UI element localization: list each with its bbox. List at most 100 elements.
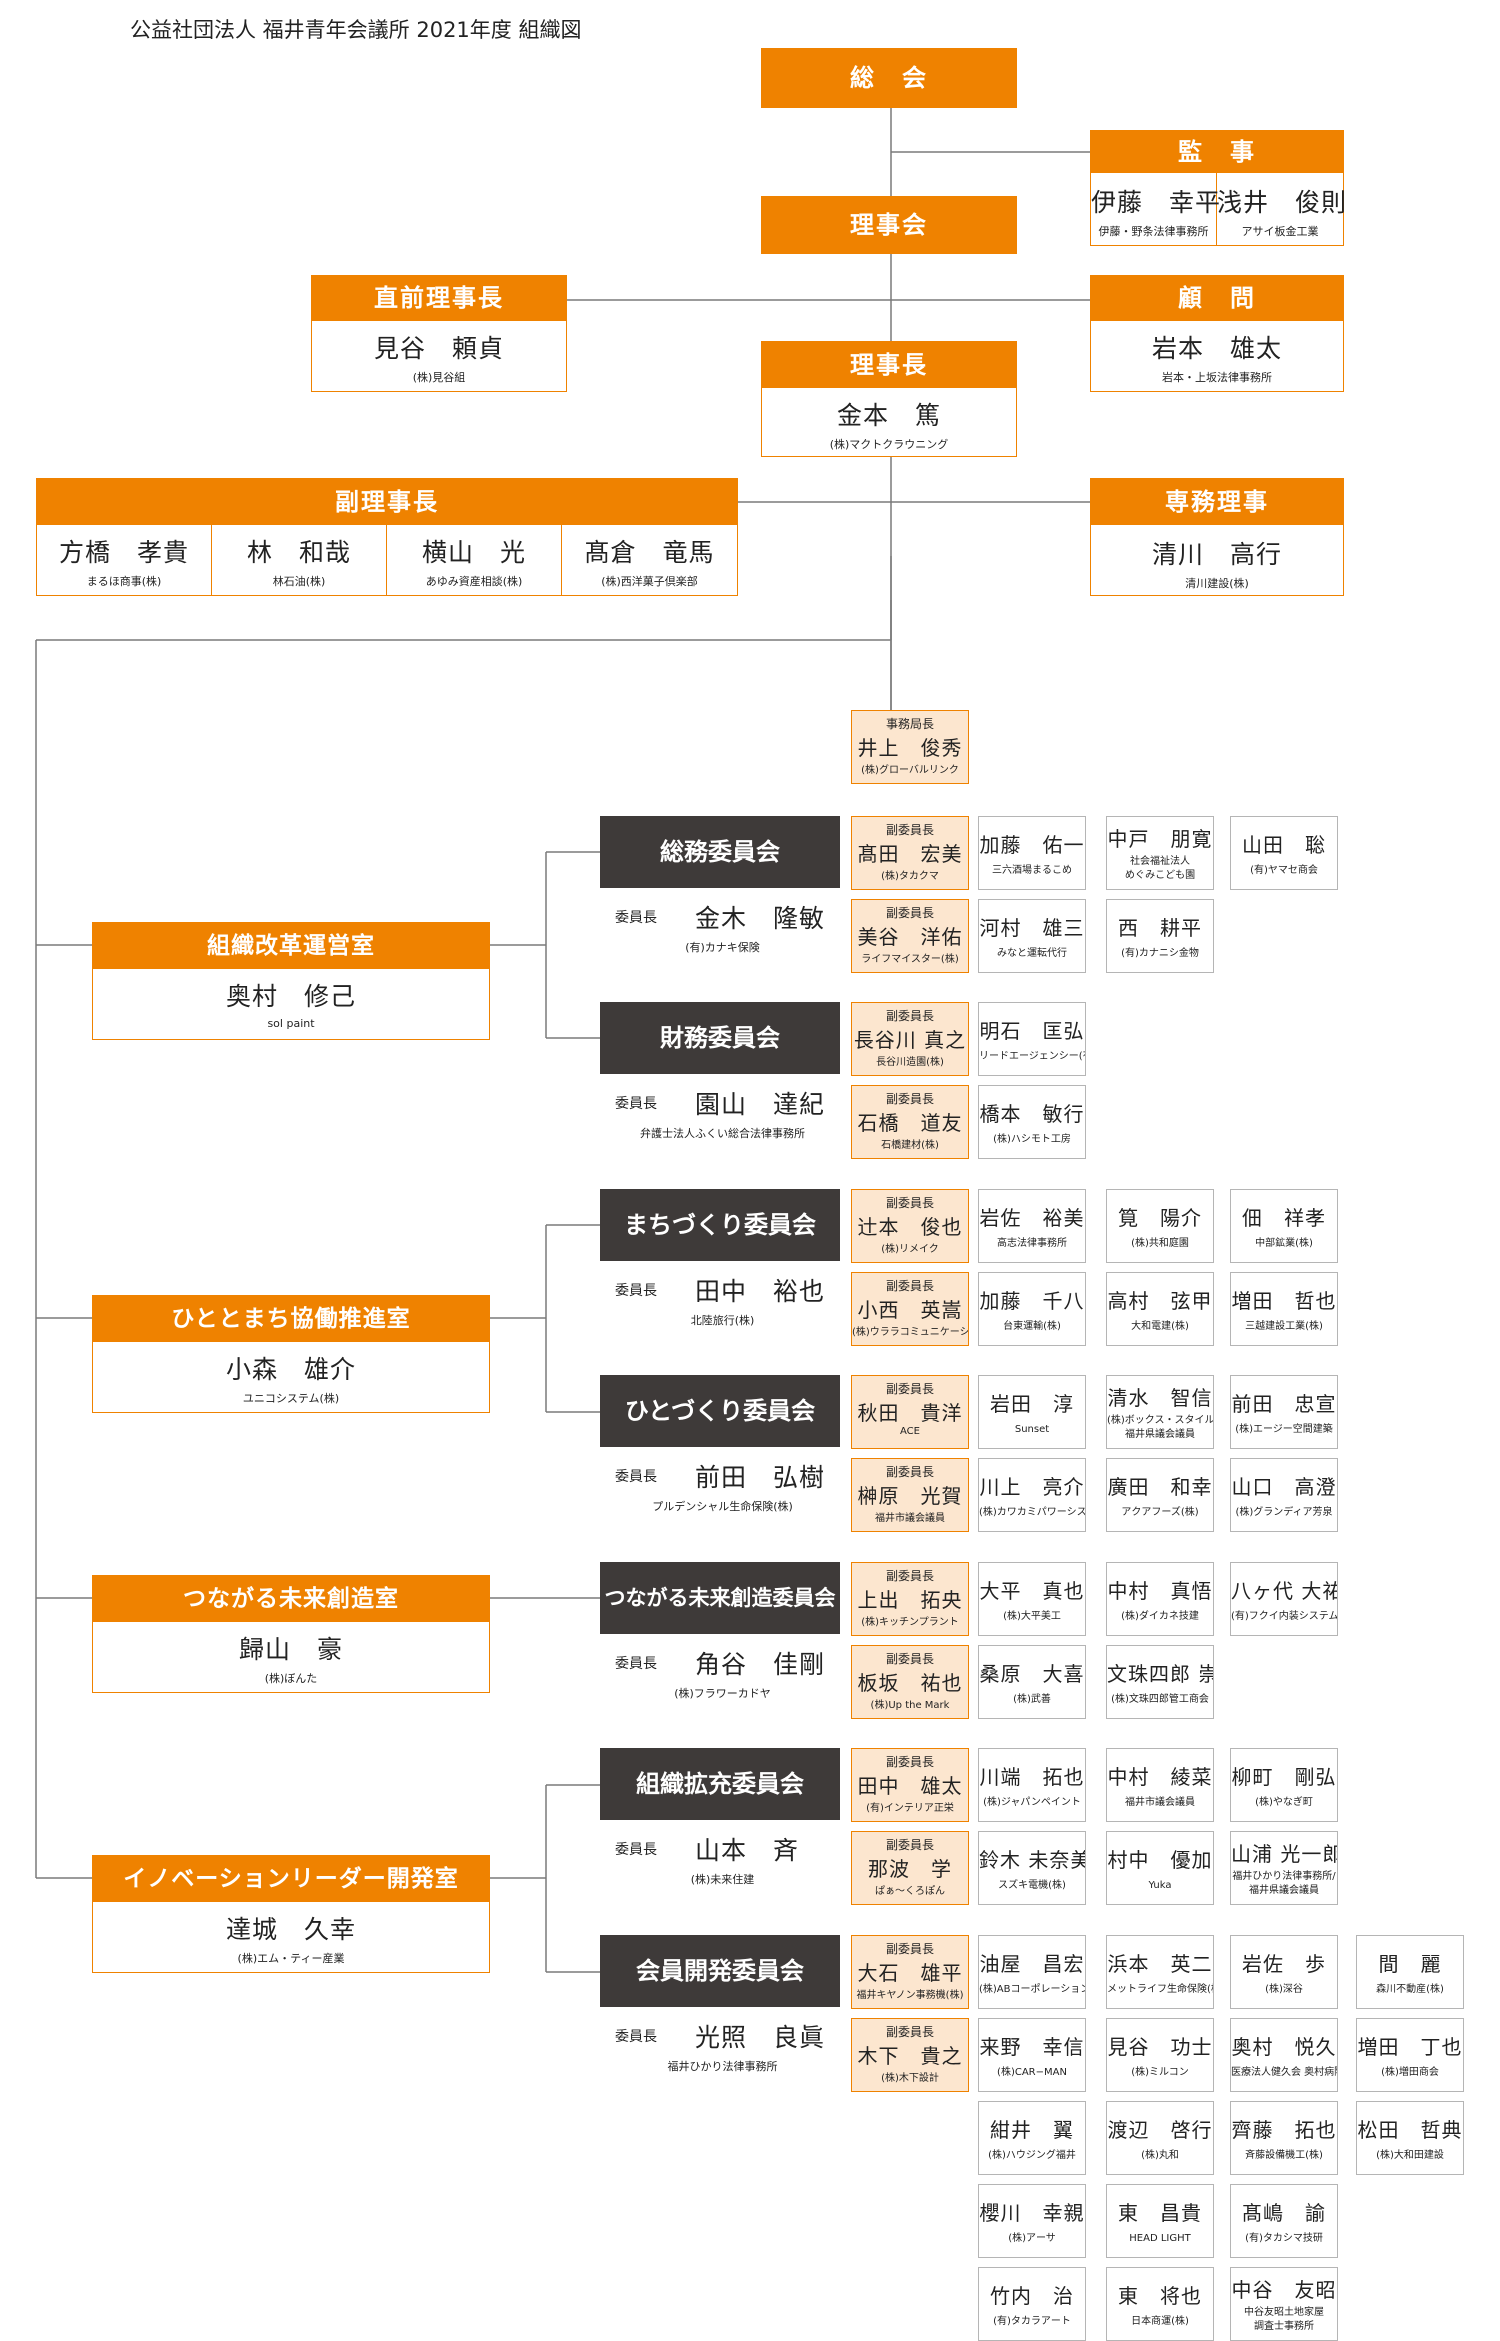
member-box: 山田 聡(有)ヤマセ商会 <box>1230 816 1338 890</box>
chair-role: 委員長 <box>615 1283 657 1299</box>
member-company: スズキ電機(株) <box>998 1880 1066 1891</box>
member-name: 川端 拓也 <box>979 1765 1085 1789</box>
member-name: 紺井 翼 <box>990 2118 1074 2142</box>
member-company: Yuka <box>1148 1880 1172 1891</box>
member-box: 竹内 治 (有)タカラアート <box>978 2267 1086 2341</box>
vice-chair-box: 副委員長板坂 祐也(株)Up the Mark <box>851 1645 969 1719</box>
member-company: (株)やなぎ町 <box>1255 1797 1313 1808</box>
member-box: 増田 丁也(株)増田商会 <box>1356 2018 1464 2092</box>
member-box: 中戸 朋寛社会福祉法人めぐみこども園 <box>1106 816 1214 890</box>
member-company: メットライフ生命保険(株) <box>1107 1984 1214 1995</box>
member-name: 橋本 敏行 <box>979 1102 1085 1126</box>
chair-name: 前田 弘樹 <box>695 1463 826 1492</box>
member-company: 高志法律事務所 <box>997 1238 1067 1249</box>
vice-chair-company: (株)ウララコミュニケーションズ <box>852 1327 969 1338</box>
member-name: 高村 弦甲 <box>1107 1289 1213 1313</box>
chair-company: 北陸旅行(株) <box>690 1314 755 1327</box>
member-box: 渡辺 啓行(株)丸和 <box>1106 2101 1214 2175</box>
member-name: 加藤 千八 <box>979 1289 1085 1313</box>
member-name: 東 昌貴 <box>1118 2201 1202 2225</box>
member-box: 間 麗森川不動産(株) <box>1356 1935 1464 2009</box>
vice-chair-role: 副委員長 <box>885 1652 934 1666</box>
vice-chair-box: 副委員長木下 貴之(株)木下設計 <box>851 2018 969 2092</box>
member-box: 大平 真也(株)大平美工 <box>978 1562 1086 1636</box>
office-head-company: (株)ぼんた <box>264 1672 318 1685</box>
member-company: (株)グランディア芳泉 <box>1235 1507 1333 1518</box>
member-company: (株)アーサ <box>1008 2233 1056 2244</box>
member-company-2: 調査士事務所 <box>1254 2321 1314 2332</box>
member-company-2: めぐみこども園 <box>1124 870 1196 881</box>
member-name: 山田 聡 <box>1242 833 1326 857</box>
member-box: 八ヶ代 大祐(有)フクイ内装システム <box>1230 1562 1338 1636</box>
vice-chair-name: 板坂 祐也 <box>857 1671 963 1695</box>
member-name: 竹内 治 <box>990 2284 1074 2308</box>
member-box: 河村 雄三みなと運転代行 <box>978 899 1086 973</box>
member-company: (株)ダイカネ技建 <box>1121 1611 1199 1622</box>
committee-title: つながる未来創造委員会 <box>600 1562 840 1634</box>
member-company: (有)タカラアート <box>993 2316 1071 2327</box>
member-box: 東 将也日本商運(株) <box>1106 2267 1214 2341</box>
member-company: (株)ABコーポレーション <box>979 1984 1086 1995</box>
member-box: 鈴木 未奈美スズキ電機(株) <box>978 1831 1086 1905</box>
vice-chair-role: 副委員長 <box>885 823 934 837</box>
member-name: 中村 綾菜 <box>1107 1765 1213 1789</box>
member-company: アクアフーズ(株) <box>1121 1507 1199 1518</box>
vice-chair-role: 副委員長 <box>885 906 934 920</box>
chair-company: 福井ひかり法律事務所 <box>667 2060 778 2073</box>
office-head-company: (株)エム・ティー産業 <box>237 1952 345 1965</box>
office-head-name: 奥村 修己 <box>225 982 356 1011</box>
vice-chair-name: 榊原 光賀 <box>857 1484 963 1508</box>
member-name: 渡辺 啓行 <box>1107 2118 1213 2142</box>
member-box: 西 耕平(有)カナニシ金物 <box>1106 899 1214 973</box>
member-company: 斉藤設備機工(株) <box>1245 2150 1323 2161</box>
member-name: 西 耕平 <box>1118 916 1202 940</box>
member-company: (株)武善 <box>1013 1694 1051 1705</box>
chair-name: 金木 隆敏 <box>695 904 826 933</box>
chair-company: プルデンシャル生命保険(株) <box>652 1500 793 1513</box>
vice-chair-role: 副委員長 <box>885 1755 934 1769</box>
member-company: (株)ハウジング福井 <box>988 2150 1076 2161</box>
member-box: 齊藤 拓也斉藤設備機工(株) <box>1230 2101 1338 2175</box>
member-box: 廣田 和幸アクアフーズ(株) <box>1106 1458 1214 1532</box>
member-name: 加藤 佑一 <box>979 833 1085 857</box>
chair-name: 山本 斉 <box>695 1836 800 1865</box>
member-box: 松田 哲典(株)大和田建設 <box>1356 2101 1464 2175</box>
chair-name: 角谷 佳剛 <box>695 1650 826 1679</box>
member-company: リードエージェンシー(有) <box>979 1051 1086 1062</box>
member-name: 河村 雄三 <box>979 916 1085 940</box>
vice-chair-name: 辻本 俊也 <box>857 1215 963 1239</box>
vice-chair-company: ライフマイスター(株) <box>861 954 959 965</box>
member-company: 三越建設工業(株) <box>1245 1321 1323 1332</box>
member-box: 東 昌貴 HEAD LIGHT <box>1106 2184 1214 2258</box>
chair-role: 委員長 <box>615 1656 657 1672</box>
member-name: 見谷 功士 <box>1107 2035 1213 2059</box>
member-name: 中村 真悟 <box>1107 1579 1213 1603</box>
committee-title: 組織拡充委員会 <box>600 1748 840 1820</box>
member-company: 大和電建(株) <box>1131 1321 1189 1332</box>
member-box: 油屋 昌宏(株)ABコーポレーション <box>978 1935 1086 2009</box>
member-name: 齊藤 拓也 <box>1231 2118 1337 2142</box>
member-box: 筧 陽介(株)共和庭園 <box>1106 1189 1214 1263</box>
vice-chair-box: 副委員長上出 拓央(株)キッチンプラント <box>851 1562 969 1636</box>
chair-company: (有)カナキ保険 <box>685 941 760 954</box>
member-company: HEAD LIGHT <box>1129 2233 1191 2244</box>
chair-name: 田中 裕也 <box>695 1277 826 1306</box>
office-head-name: 達城 久幸 <box>225 1915 356 1944</box>
member-company: (有)タカシマ技研 <box>1245 2233 1323 2244</box>
member-box: 川上 亮介(株)カワカミパワーシステム <box>978 1458 1086 1532</box>
vice-president-3: 横山 光 あゆみ資産相談(株) <box>387 525 562 595</box>
vice-chair-role: 副委員長 <box>885 2025 934 2039</box>
chair-company: (株)フラワーカドヤ <box>674 1687 771 1700</box>
member-name: 中戸 朋寛 <box>1107 827 1213 851</box>
member-name: 増田 哲也 <box>1231 1289 1337 1313</box>
past-president-box: 直前理事長 見谷 頼貞 (株)見谷組 <box>311 275 567 392</box>
vice-chair-name: 小西 英嵩 <box>857 1298 963 1322</box>
member-box: 文珠四郎 崇之(株)文珠四郎管工商会 <box>1106 1645 1214 1719</box>
vice-chair-company: ぱぁ～くろぽん <box>875 1886 945 1897</box>
member-name: 岩田 淳 <box>990 1392 1074 1416</box>
member-company: (株)CAR−MAN <box>997 2067 1067 2078</box>
vice-chair-role: 副委員長 <box>885 1942 934 1956</box>
